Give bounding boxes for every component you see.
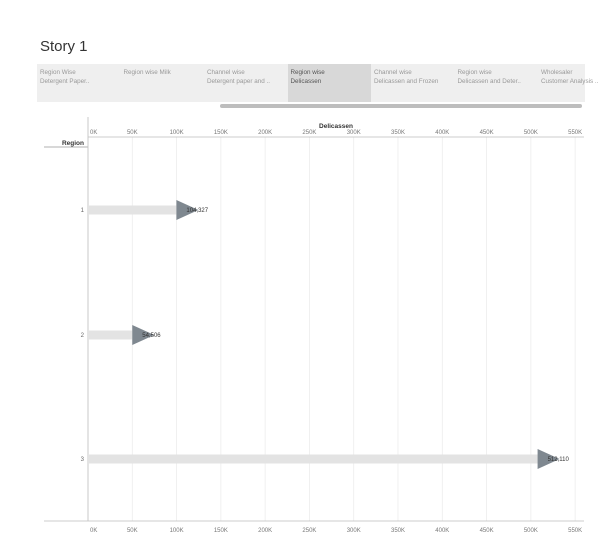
y-axis-title: Region xyxy=(62,140,84,147)
x-tick-label-bottom: 100K xyxy=(170,528,184,534)
x-tick-label-top: 300K xyxy=(347,130,361,136)
region-label: 2 xyxy=(81,333,85,339)
bar xyxy=(88,454,542,464)
x-tick-label-bottom: 50K xyxy=(127,528,138,534)
tabs-scrollbar[interactable] xyxy=(220,104,582,108)
x-tick-label-bottom: 250K xyxy=(302,528,316,534)
x-tick-label-bottom: 300K xyxy=(347,528,361,534)
x-axis-title: Delicassen xyxy=(319,123,353,130)
bars-layer: 1 104,327 2 54,506 3 512,110 xyxy=(81,200,570,469)
x-tick-label-bottom: 550K xyxy=(568,528,582,534)
x-tick-label-top: 200K xyxy=(258,130,272,136)
x-tick-label-top: 350K xyxy=(391,130,405,136)
story-tab-4[interactable]: Region wise Delicassen xyxy=(287,64,371,102)
value-marker-triangle xyxy=(132,325,155,345)
region-label: 1 xyxy=(81,208,85,214)
x-tick-label-bottom: 400K xyxy=(435,528,449,534)
x-tick-label-top: 450K xyxy=(480,130,494,136)
x-tick-label-bottom: 350K xyxy=(391,528,405,534)
data-label: 104,327 xyxy=(186,208,208,214)
value-marker-triangle xyxy=(176,200,199,220)
x-tick-label-top: 500K xyxy=(524,130,538,136)
data-label: 512,110 xyxy=(548,457,570,463)
x-tick-label-bottom: 200K xyxy=(258,528,272,534)
value-marker-triangle xyxy=(537,449,560,469)
x-tick-label-top: 150K xyxy=(214,130,228,136)
x-tick-label-top: 400K xyxy=(435,130,449,136)
x-tick-label-top: 0K xyxy=(90,130,97,136)
story-title: Story 1 xyxy=(40,38,88,55)
x-tick-label-bottom: 450K xyxy=(480,528,494,534)
x-tick-label-top: 250K xyxy=(302,130,316,136)
story-tabs: Region Wise Detergent Paper.. Region wis… xyxy=(37,64,598,102)
x-tick-label-top: 550K xyxy=(568,130,582,136)
x-tick-label-bottom: 0K xyxy=(90,528,97,534)
x-tick-label-top: 100K xyxy=(170,130,184,136)
data-label: 54,506 xyxy=(142,333,161,339)
x-tick-label-bottom: 150K xyxy=(214,528,228,534)
top-x-axis: 0K 50K 100K 150K 200K 250K 300K 350K 400K 450K 500… xyxy=(88,130,584,138)
bar xyxy=(88,205,181,215)
bottom-x-axis: 0K 50K 100K 150K 200K 250K 300K 350K 400K 450K 500… xyxy=(44,520,584,534)
x-tick-label-top: 50K xyxy=(127,130,138,136)
bar xyxy=(88,330,137,340)
x-tick-label-bottom: 500K xyxy=(524,528,538,534)
region-label: 3 xyxy=(81,457,85,463)
